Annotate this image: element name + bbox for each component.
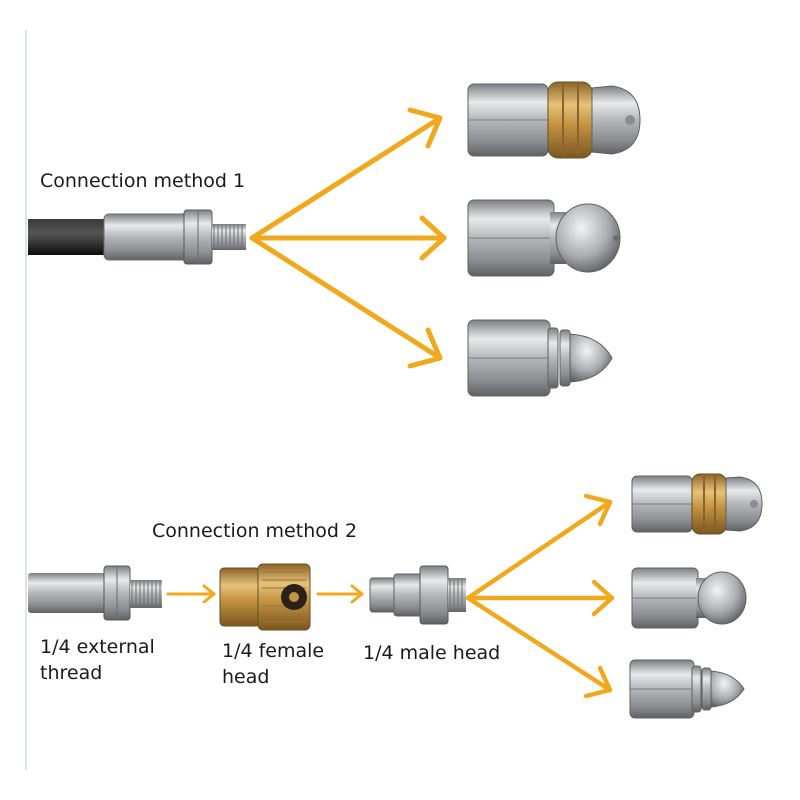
male-plug-steel [369, 565, 466, 625]
nozzle-pointed-2 [629, 659, 745, 719]
nozzle-dome-2 [631, 567, 747, 629]
external-thread [212, 224, 246, 250]
method1-hose-assembly [28, 209, 246, 265]
female-coupler-brass [219, 563, 311, 631]
nozzle-pointed [467, 319, 613, 397]
method2-hose-assembly [28, 565, 162, 621]
connection-method-1-label: Connection method 1 [40, 170, 246, 192]
method2-small-arrows [166, 584, 364, 604]
hose [28, 219, 112, 255]
external-thread-label: 1/4 external thread [40, 636, 155, 684]
method2-arrows [465, 493, 615, 699]
nozzle-rotating-brass-2 [631, 473, 763, 535]
female-head-label: 1/4 female head [222, 640, 325, 688]
nozzle-dome [467, 199, 621, 277]
connection-method-2-label: Connection method 2 [152, 520, 358, 542]
male-head-label: 1/4 male head [363, 642, 501, 664]
external-thread-2 [130, 580, 162, 608]
nozzle-rotating-brass [467, 81, 641, 159]
method1-arrows [249, 107, 447, 369]
